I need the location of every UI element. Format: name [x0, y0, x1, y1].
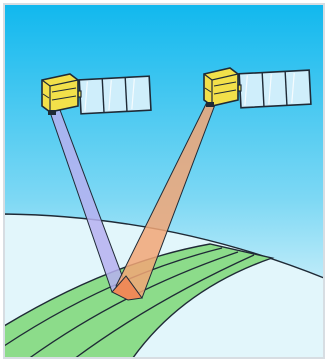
solar-panel — [239, 70, 311, 108]
satellite-left — [42, 74, 151, 115]
satellite-right — [204, 68, 311, 108]
solar-panel — [79, 76, 151, 114]
